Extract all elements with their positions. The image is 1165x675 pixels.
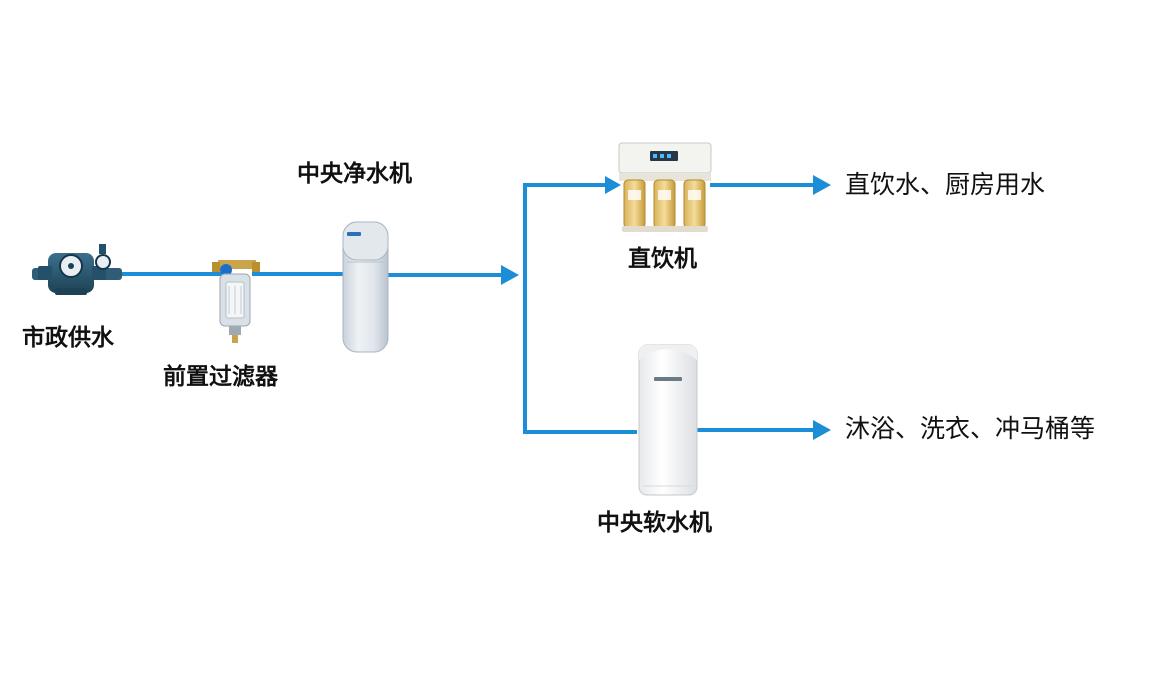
central-purifier-icon <box>342 221 389 353</box>
pipe-lines <box>118 183 815 434</box>
arrowhead-drinker-in <box>605 176 621 194</box>
label-central-softener: 中央软水机 <box>597 510 712 536</box>
arrowheads <box>501 175 831 440</box>
arrowhead-drinking-output <box>813 175 831 195</box>
label-direct-drinker: 直饮机 <box>628 246 697 272</box>
label-central-purifier: 中央净水机 <box>297 161 412 187</box>
pipe-branch-vertical <box>523 183 637 434</box>
label-output-bath-laundry-toilet: 沐浴、洗衣、冲马桶等 <box>845 414 1096 443</box>
arrowhead-junction <box>501 265 519 285</box>
label-output-drinking-kitchen: 直饮水、厨房用水 <box>845 170 1046 199</box>
pre-filter-icon <box>212 260 260 343</box>
arrowhead-softener-output <box>813 420 831 440</box>
water-meter-icon <box>32 244 122 295</box>
label-water-supply: 市政供水 <box>22 325 114 351</box>
central-softener-icon <box>638 344 698 496</box>
label-pre-filter: 前置过滤器 <box>163 364 278 390</box>
direct-drinker-icon <box>618 142 712 232</box>
